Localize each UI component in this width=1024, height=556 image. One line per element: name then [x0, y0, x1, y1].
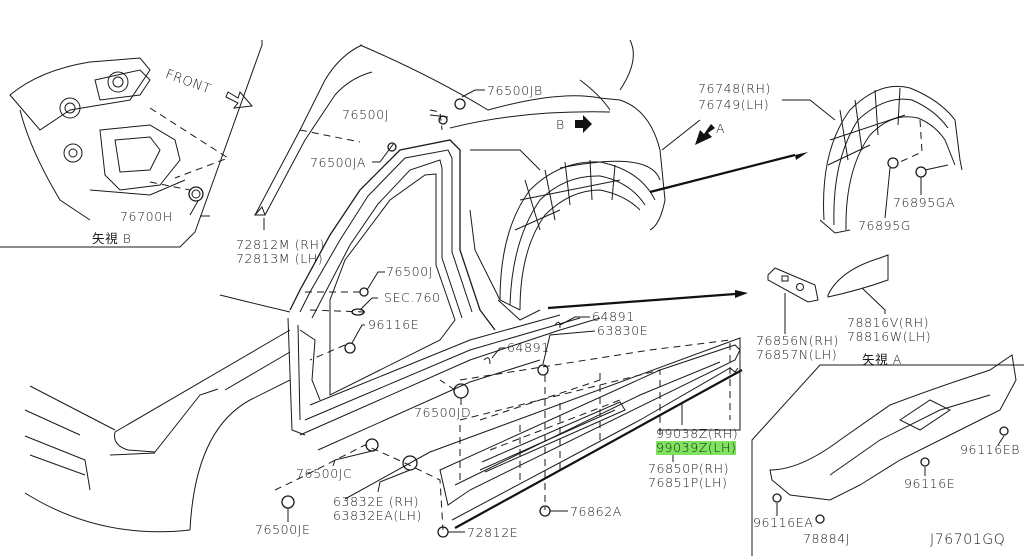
inset-view-b	[0, 40, 263, 248]
part-label-64891-a[interactable]: 64891	[592, 309, 635, 324]
wheel-house-liner-center	[497, 159, 656, 321]
arrow-head-icon	[735, 290, 748, 298]
pillar-trim	[253, 44, 373, 230]
part-label-96116E-left[interactable]: 96116E	[368, 317, 420, 332]
part-label-76500JC[interactable]: 76500JC	[296, 466, 353, 481]
inset-view-a	[751, 354, 1024, 556]
part-label-76748[interactable]: 76748(RH)	[698, 81, 772, 96]
part-label-78816W[interactable]: 78816W(LH)	[847, 329, 932, 344]
view-arrow-b-label: B	[556, 117, 565, 132]
view-a-arrow-icon	[695, 124, 715, 145]
view-arrow-a-label: A	[716, 121, 726, 136]
part-label-99038Z[interactable]: 99038Z(RH)	[656, 426, 739, 441]
part-label-76851P[interactable]: 76851P(LH)	[648, 475, 728, 490]
part-label-72812E[interactable]: 72812E	[467, 525, 519, 540]
mud-guard-parts	[767, 254, 889, 334]
part-label-76500JE[interactable]: 76500JE	[255, 522, 311, 537]
pointer-arrows	[547, 115, 808, 310]
part-label-96116EA[interactable]: 96116EA	[753, 515, 814, 530]
part-label-76500JD[interactable]: 76500JD	[414, 405, 472, 420]
part-label-76862A[interactable]: 76862A	[570, 504, 622, 519]
part-label-76500JB[interactable]: 76500JB	[487, 83, 543, 98]
diagram-code: J76701GQ	[930, 532, 1006, 548]
side-sill-cover	[344, 337, 743, 529]
side-frame	[287, 109, 601, 451]
part-label-64891-b[interactable]: 64891	[507, 340, 550, 355]
part-label-76749[interactable]: 76749(LH)	[698, 97, 770, 112]
view-b-arrow-icon	[575, 115, 592, 133]
part-label-76857N[interactable]: 76857N(LH)	[756, 347, 838, 362]
part-label-72812M[interactable]: 72812M (RH)	[236, 237, 325, 252]
part-label-76500J-mid[interactable]: 76500J	[386, 264, 434, 279]
part-label-76500J-top[interactable]: 76500J	[342, 107, 390, 122]
part-label-63832E[interactable]: 63832E (RH)	[333, 494, 420, 509]
part-label-76856N[interactable]: 76856N(RH)	[756, 333, 839, 348]
part-label-76850P[interactable]: 76850P(RH)	[648, 461, 730, 476]
leader-lines	[200, 89, 922, 533]
wheel-house-liner-right	[819, 85, 963, 234]
view-a-caption: 矢視 A	[862, 352, 902, 367]
part-label-96116E-right[interactable]: 96116E	[904, 476, 956, 491]
part-label-76700H[interactable]: 76700H	[120, 209, 173, 224]
part-label-63830E[interactable]: 63830E	[597, 323, 649, 338]
part-label-76895GA[interactable]: 76895GA	[893, 195, 956, 210]
section-ref-sec760[interactable]: SEC.760	[384, 290, 441, 305]
part-label-99039Z-highlighted[interactable]: 99039Z(LH)	[656, 440, 737, 455]
part-label-78884J[interactable]: 78884J	[803, 531, 851, 546]
part-label-72813M[interactable]: 72813M (LH)	[236, 251, 324, 266]
part-label-78816V[interactable]: 78816V(RH)	[847, 315, 930, 330]
view-b-caption: 矢視 B	[92, 231, 132, 246]
part-label-76895G[interactable]: 76895G	[858, 218, 912, 233]
part-label-63832EA[interactable]: 63832EA(LH)	[333, 508, 422, 523]
arrow-head-icon	[795, 152, 808, 160]
front-arrow-icon	[225, 91, 253, 109]
part-label-96116EB[interactable]: 96116EB	[960, 442, 1021, 457]
part-label-76500JA[interactable]: 76500JA	[310, 155, 366, 170]
inset-b-illustration	[9, 57, 253, 221]
car-body-outline	[24, 39, 701, 533]
